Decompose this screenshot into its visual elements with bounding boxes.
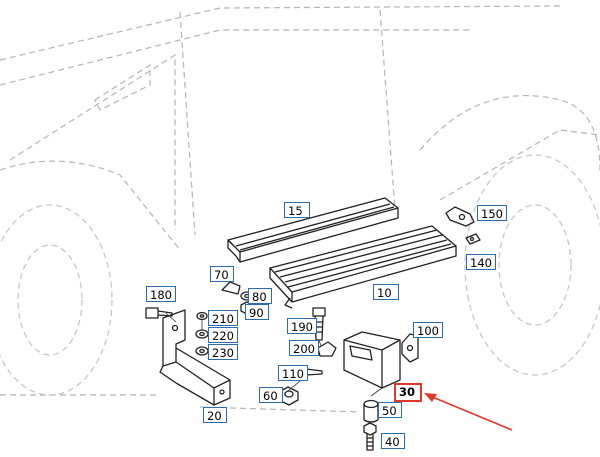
callout-190[interactable]: 190 xyxy=(287,318,317,334)
wheel-right-outline xyxy=(464,154,600,376)
vehicle-outline xyxy=(0,5,600,413)
callout-80[interactable]: 80 xyxy=(248,288,272,304)
callout-90[interactable]: 90 xyxy=(245,304,269,320)
callout-150[interactable]: 150 xyxy=(477,205,507,221)
callout-70[interactable]: 70 xyxy=(210,266,234,282)
bracket-100 xyxy=(401,333,419,363)
plate-140 xyxy=(465,233,481,245)
clip-200 xyxy=(317,341,337,357)
highlight-arrow xyxy=(424,393,513,431)
running-board-10 xyxy=(269,225,457,309)
callout-100[interactable]: 100 xyxy=(413,322,443,338)
spacer-50 xyxy=(363,399,379,423)
callout-210[interactable]: 210 xyxy=(208,310,238,326)
callout-20[interactable]: 20 xyxy=(203,407,227,423)
washer-220 xyxy=(195,329,209,339)
callout-40[interactable]: 40 xyxy=(381,433,405,449)
running-board-15 xyxy=(227,197,399,263)
bolt-40 xyxy=(363,422,377,451)
washer-210 xyxy=(196,311,208,321)
bracket-150 xyxy=(445,206,475,227)
callout-60[interactable]: 60 xyxy=(259,387,283,403)
callout-50[interactable]: 50 xyxy=(378,402,402,418)
mounting-block-30 xyxy=(343,331,401,389)
callout-180[interactable]: 180 xyxy=(146,286,176,302)
wheel-left-outline xyxy=(0,204,113,396)
callout-110[interactable]: 110 xyxy=(278,365,308,381)
callout-15[interactable]: 15 xyxy=(284,202,310,218)
support-bracket-20 xyxy=(159,309,231,406)
callout-140[interactable]: 140 xyxy=(466,254,496,270)
callout-30-highlighted[interactable]: 30 xyxy=(394,383,422,402)
callout-230[interactable]: 230 xyxy=(208,344,238,360)
callout-200[interactable]: 200 xyxy=(289,340,319,356)
callout-10[interactable]: 10 xyxy=(373,284,399,300)
washer-230 xyxy=(195,346,209,356)
callout-220[interactable]: 220 xyxy=(208,327,238,343)
